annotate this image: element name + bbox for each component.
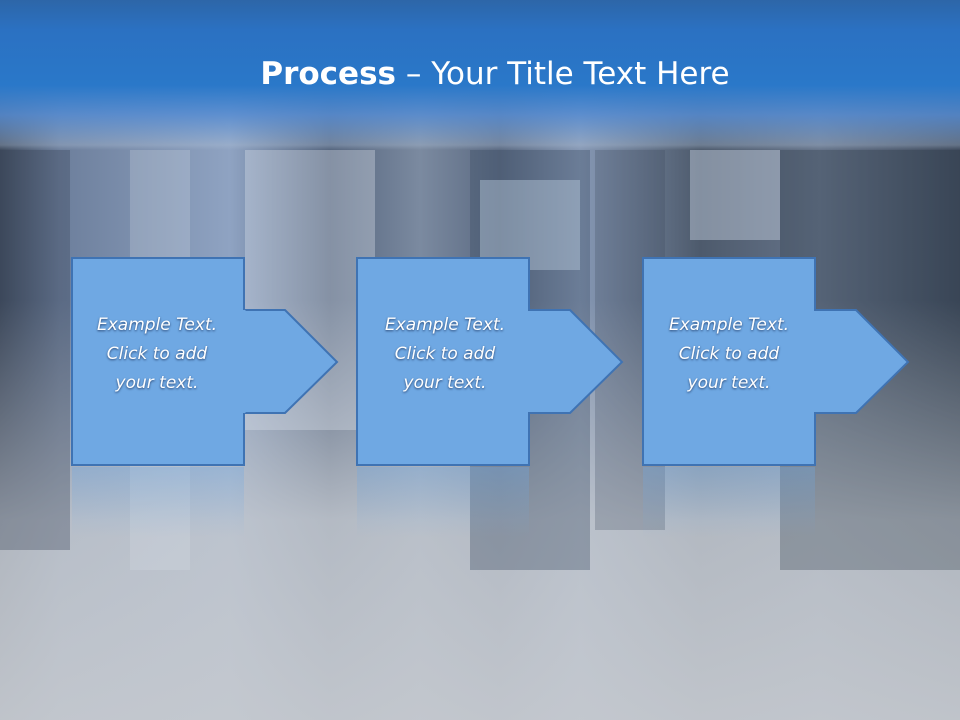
step-2-line-1: Example Text. <box>384 315 506 335</box>
step-1-line-3: your text. <box>115 373 199 393</box>
step-3-arrow-box[interactable] <box>642 257 910 466</box>
step-2-line-3: your text. <box>403 373 487 393</box>
slide-title[interactable]: Process – Your Title Text Here <box>0 52 960 96</box>
step-3-shape[interactable] <box>642 257 910 466</box>
title-rest-text: – Your Title Text Here <box>396 56 730 92</box>
title-bold-text: Process <box>260 56 396 92</box>
step-1-text[interactable]: Example Text. Click to add your text. <box>71 311 243 398</box>
step-3-line-1: Example Text. <box>668 315 790 335</box>
step-1-shape[interactable] <box>71 257 339 466</box>
step-3-text[interactable]: Example Text. Click to add your text. <box>643 311 815 398</box>
title-band <box>0 0 960 150</box>
step-1-arrow-box[interactable] <box>71 257 339 466</box>
step-1-reflection <box>72 467 244 537</box>
step-2-text[interactable]: Example Text. Click to add your text. <box>359 311 531 398</box>
step-1-line-2: Click to add <box>106 344 208 364</box>
step-1-line-1: Example Text. <box>96 315 218 335</box>
step-3-reflection <box>643 467 815 537</box>
step-2-reflection <box>357 467 529 537</box>
step-3-line-2: Click to add <box>678 344 780 364</box>
step-3-line-3: your text. <box>687 373 771 393</box>
step-2-line-2: Click to add <box>394 344 496 364</box>
step-2-shape[interactable] <box>356 257 624 466</box>
step-2-arrow-box[interactable] <box>356 257 624 466</box>
